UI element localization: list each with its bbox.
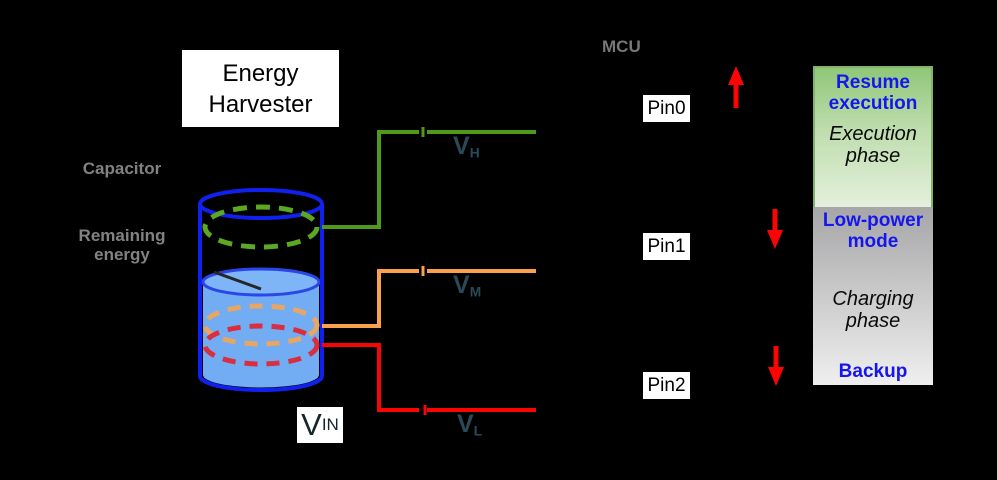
vm-threshold-ring bbox=[202, 303, 320, 347]
remaining-energy-label: Remaining energy bbox=[40, 226, 204, 264]
vh-subscript: H bbox=[469, 145, 480, 161]
vm-base: V bbox=[453, 271, 470, 299]
pin2-label: Pin2 bbox=[643, 372, 690, 399]
capacitor-bottom-arc bbox=[198, 375, 324, 392]
resume-execution-label: Resume execution bbox=[828, 72, 918, 114]
backup-label: Backup bbox=[838, 361, 908, 382]
energy-harvester-box: Energy Harvester bbox=[182, 50, 339, 127]
vh-wire bbox=[322, 130, 419, 229]
energy-harvester-line2: Harvester bbox=[208, 90, 313, 118]
vh-label: VH bbox=[453, 132, 480, 161]
vl-subscript: L bbox=[473, 423, 483, 439]
pin0-label: Pin0 bbox=[643, 95, 690, 122]
vm-label: VM bbox=[453, 271, 481, 300]
pin2-down-arrow-head bbox=[768, 367, 784, 386]
vh-base: V bbox=[453, 132, 470, 160]
vh-threshold-ring bbox=[202, 204, 320, 250]
pin2-down-arrow bbox=[768, 346, 784, 386]
pin1-label: Pin1 bbox=[643, 233, 690, 260]
pin1-down-arrow bbox=[767, 209, 783, 249]
pin0-up-arrow-head bbox=[728, 66, 744, 85]
execution-phase-section: Resume execution Execution phase bbox=[813, 66, 933, 207]
vl-label: VL bbox=[457, 410, 482, 439]
mcu-label: MCU bbox=[602, 37, 641, 56]
vm-subscript: M bbox=[469, 284, 482, 300]
low-power-mode-label: Low-power mode bbox=[822, 210, 924, 252]
capacitor-label: Capacitor bbox=[82, 159, 162, 178]
remaining-energy-pointer-line bbox=[213, 270, 262, 291]
vm-wire bbox=[322, 269, 419, 328]
remaining-energy-line1: Remaining bbox=[78, 226, 166, 245]
charging-phase-label: Charging phase bbox=[832, 288, 914, 332]
liquid-surface-ellipse bbox=[201, 267, 321, 297]
capacitor-liquid-fill bbox=[203, 282, 319, 388]
pin1-down-arrow-head bbox=[767, 230, 783, 249]
vl-threshold-ring bbox=[202, 323, 320, 367]
charging-phase-section: Low-power mode Charging phase Backup bbox=[813, 207, 933, 385]
vl-wire bbox=[322, 343, 419, 412]
vin-base: V bbox=[301, 407, 322, 442]
execution-phase-label: Execution phase bbox=[829, 123, 917, 167]
vl-base: V bbox=[457, 410, 474, 438]
pin0-up-arrow bbox=[728, 66, 744, 108]
remaining-energy-line2: energy bbox=[94, 245, 150, 264]
phase-panel: Resume execution Execution phase Low-pow… bbox=[813, 66, 933, 385]
energy-harvester-line1: Energy bbox=[222, 59, 299, 87]
